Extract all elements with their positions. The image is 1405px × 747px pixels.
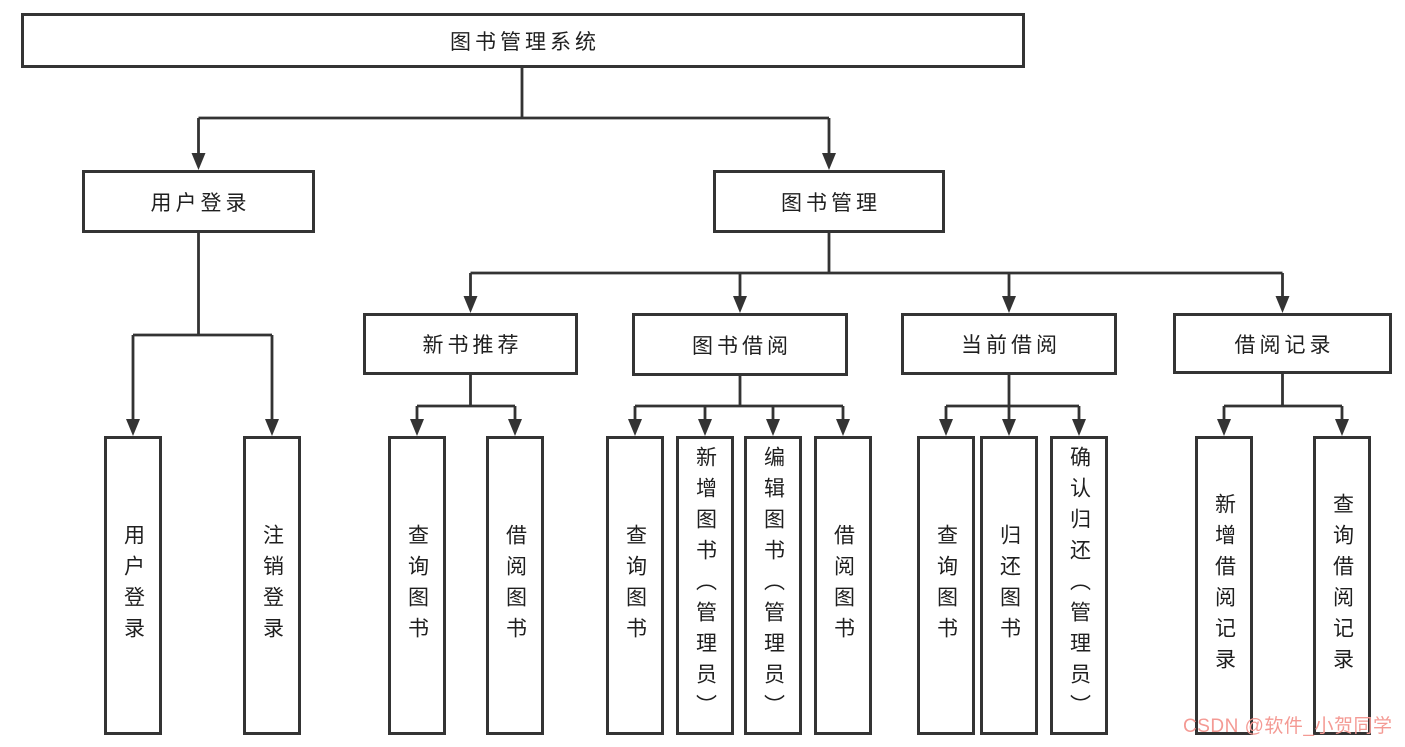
node-borrowing-records: 借阅记录 <box>1173 313 1392 374</box>
leaf-query-books-recommend: 查询图书 <box>388 436 446 735</box>
leaf-label: 注销登录 <box>260 523 284 648</box>
node-book-management: 图书管理 <box>713 170 945 233</box>
node-label: 当前借阅 <box>961 334 1061 357</box>
node-user-login: 用户登录 <box>82 170 315 233</box>
arrowheads <box>126 153 1349 436</box>
node-label: 图书管理 <box>781 191 881 215</box>
watermark: CSDN @软件_小贺同学 <box>1183 716 1393 737</box>
node-new-book-recommend: 新书推荐 <box>363 313 578 375</box>
node-current-borrowing: 当前借阅 <box>901 313 1117 375</box>
leaf-query-books-current: 查询图书 <box>917 436 975 735</box>
leaf-label: 确认归还（管理员） <box>1067 446 1091 725</box>
leaf-label: 新增图书（管理员） <box>693 446 717 725</box>
leaf-query-books-borrow: 查询图书 <box>606 436 664 735</box>
leaf-query-borrow-record: 查询借阅记录 <box>1313 436 1371 735</box>
node-book-borrowing: 图书借阅 <box>632 313 848 376</box>
node-label: 新书推荐 <box>422 334 523 357</box>
leaf-label: 新增借阅记录 <box>1212 492 1236 679</box>
leaf-confirm-return-admin: 确认归还（管理员） <box>1050 436 1108 735</box>
leaf-return-books: 归还图书 <box>980 436 1038 735</box>
leaf-label: 用户登录 <box>121 523 145 648</box>
node-label: 借阅记录 <box>1234 333 1335 357</box>
leaf-label: 查询图书 <box>405 523 429 648</box>
leaf-add-borrow-record: 新增借阅记录 <box>1195 436 1253 735</box>
leaf-label: 查询图书 <box>623 523 647 648</box>
leaf-borrow-books: 借阅图书 <box>814 436 872 735</box>
leaf-logout: 注销登录 <box>243 436 301 735</box>
node-label: 图书管理系统 <box>450 30 600 54</box>
leaf-label: 查询借阅记录 <box>1330 492 1354 679</box>
leaf-label: 查询图书 <box>934 523 958 648</box>
leaf-edit-books-admin: 编辑图书（管理员） <box>744 436 802 735</box>
node-label: 图书借阅 <box>692 334 792 358</box>
leaf-label: 编辑图书（管理员） <box>761 446 785 725</box>
node-library-management-system: 图书管理系统 <box>21 13 1025 68</box>
leaf-borrow-books-recommend: 借阅图书 <box>486 436 544 735</box>
leaf-label: 归还图书 <box>997 523 1021 648</box>
leaf-add-books-admin: 新增图书（管理员） <box>676 436 734 735</box>
node-label: 用户登录 <box>150 191 251 215</box>
leaf-user-login: 用户登录 <box>104 436 162 735</box>
leaf-label: 借阅图书 <box>503 523 527 648</box>
leaf-label: 借阅图书 <box>831 523 855 648</box>
